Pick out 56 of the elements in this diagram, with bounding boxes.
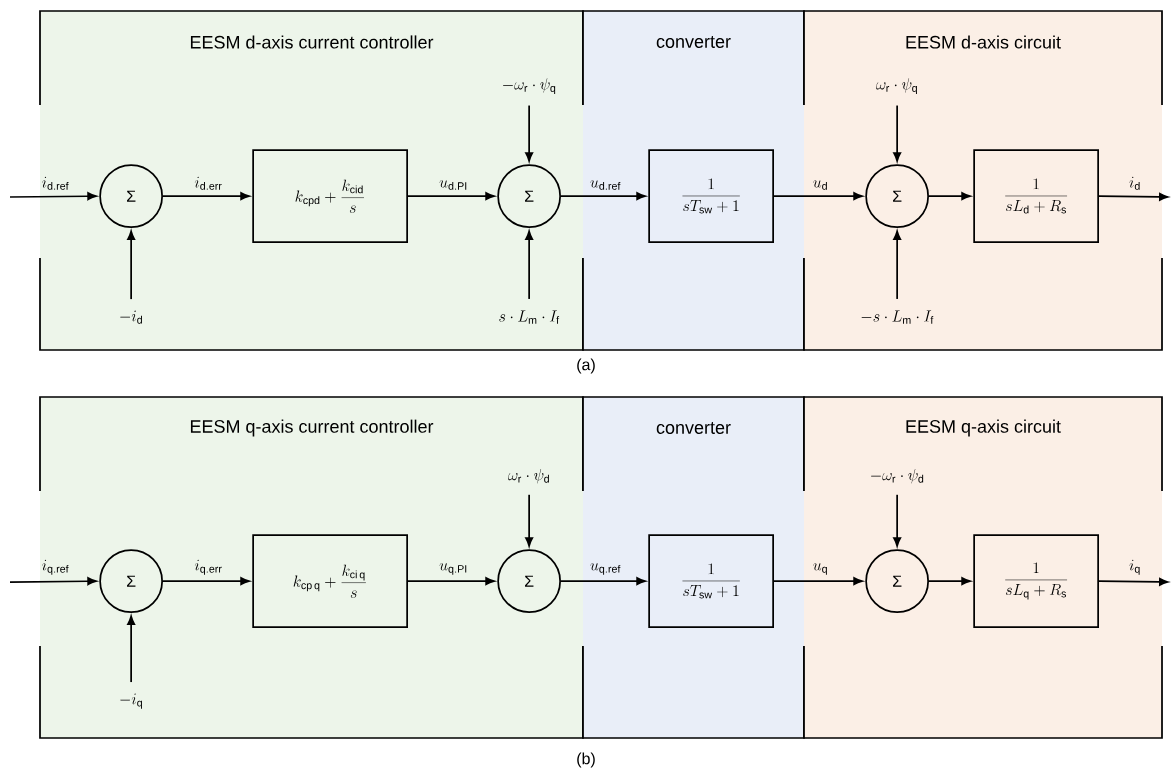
transfer-block: $\frac{1}{sL_\mathrm{q}+R_\mathrm{s}}$ — [973, 534, 1099, 628]
summing-junction: Σ — [865, 164, 929, 228]
arrow — [525, 230, 534, 300]
arrow — [893, 230, 902, 300]
input-signal: $\omega_\mathrm{r}\cdot\psi_\mathrm{q}$ — [876, 78, 917, 94]
summing-junction: Σ — [497, 549, 561, 613]
input-signal: $-\omega_\mathrm{r}\cdot\psi_\mathrm{d}$ — [871, 469, 924, 484]
transfer-block: $k_\mathrm{cp\,q}+\frac{k_\mathrm{ci\,q}}{s}$ — [252, 534, 408, 628]
arrow — [560, 192, 646, 201]
summing-junction: Σ — [99, 164, 163, 228]
arrow — [9, 192, 97, 201]
transfer-block: $\frac{1}{sL_\mathrm{d}+R_\mathrm{s}}$ — [973, 149, 1099, 243]
arrow — [9, 577, 97, 586]
edge-label: $u_\mathrm{d.ref}$ — [590, 180, 621, 190]
arrow — [928, 192, 971, 201]
edge-label: $i_\mathrm{d}$ — [1129, 176, 1140, 190]
arrow — [525, 104, 534, 162]
transfer-block: $\frac{1}{sT_\mathrm{sw}+1}$ — [648, 149, 774, 243]
edge-label: $u_\mathrm{q}$ — [813, 563, 827, 575]
input-signal: $-\omega_\mathrm{r}\cdot\psi_\mathrm{q}$ — [503, 78, 556, 94]
edge-label: $i_\mathrm{d.ref}$ — [42, 176, 69, 190]
figure-label: (a) — [577, 358, 595, 374]
arrow — [893, 493, 902, 547]
arrow — [127, 230, 136, 300]
arrow — [893, 104, 902, 162]
edge-label: $i_\mathrm{q}$ — [1129, 559, 1140, 575]
edge-label: $i_\mathrm{q.ref}$ — [42, 559, 69, 575]
arrow — [1098, 577, 1169, 586]
summing-junction: Σ — [497, 164, 561, 228]
summing-junction: Σ — [865, 549, 929, 613]
input-signal: $-i_\mathrm{q}$ — [120, 693, 142, 709]
arrow — [773, 192, 863, 201]
edge-label: $u_\mathrm{q.ref}$ — [590, 563, 621, 575]
figure-label: (b) — [577, 752, 595, 768]
arrow — [127, 615, 136, 683]
edge-label: $i_\mathrm{d.err}$ — [194, 176, 222, 190]
input-signal: $-s\cdot L_\mathrm{m}\cdot I_\mathrm{f}$ — [861, 310, 934, 324]
edge-label: $u_\mathrm{d.PI}$ — [439, 180, 467, 190]
input-signal: $s\cdot L_\mathrm{m}\cdot I_\mathrm{f}$ — [499, 310, 560, 324]
input-signal: $\omega_\mathrm{r}\cdot\psi_\mathrm{d}$ — [508, 469, 549, 484]
edge-label: $u_\mathrm{d}$ — [813, 180, 827, 190]
arrow — [1098, 192, 1169, 201]
edge-label: $i_\mathrm{q.err}$ — [194, 559, 222, 575]
arrow — [162, 577, 250, 586]
input-signal: $-i_\mathrm{d}$ — [120, 310, 142, 324]
arrow — [407, 192, 495, 201]
arrow — [773, 577, 863, 586]
arrow — [162, 192, 250, 201]
summing-junction: Σ — [99, 549, 163, 613]
edge-label: $u_\mathrm{q.PI}$ — [439, 563, 467, 575]
arrow — [560, 577, 646, 586]
transfer-block: $k_\mathrm{cpd}+\frac{k_\mathrm{cid}}{s}$ — [252, 149, 408, 243]
arrow — [407, 577, 495, 586]
arrow — [525, 493, 534, 547]
transfer-block: $\frac{1}{sT_\mathrm{sw}+1}$ — [648, 534, 774, 628]
arrow — [928, 577, 971, 586]
